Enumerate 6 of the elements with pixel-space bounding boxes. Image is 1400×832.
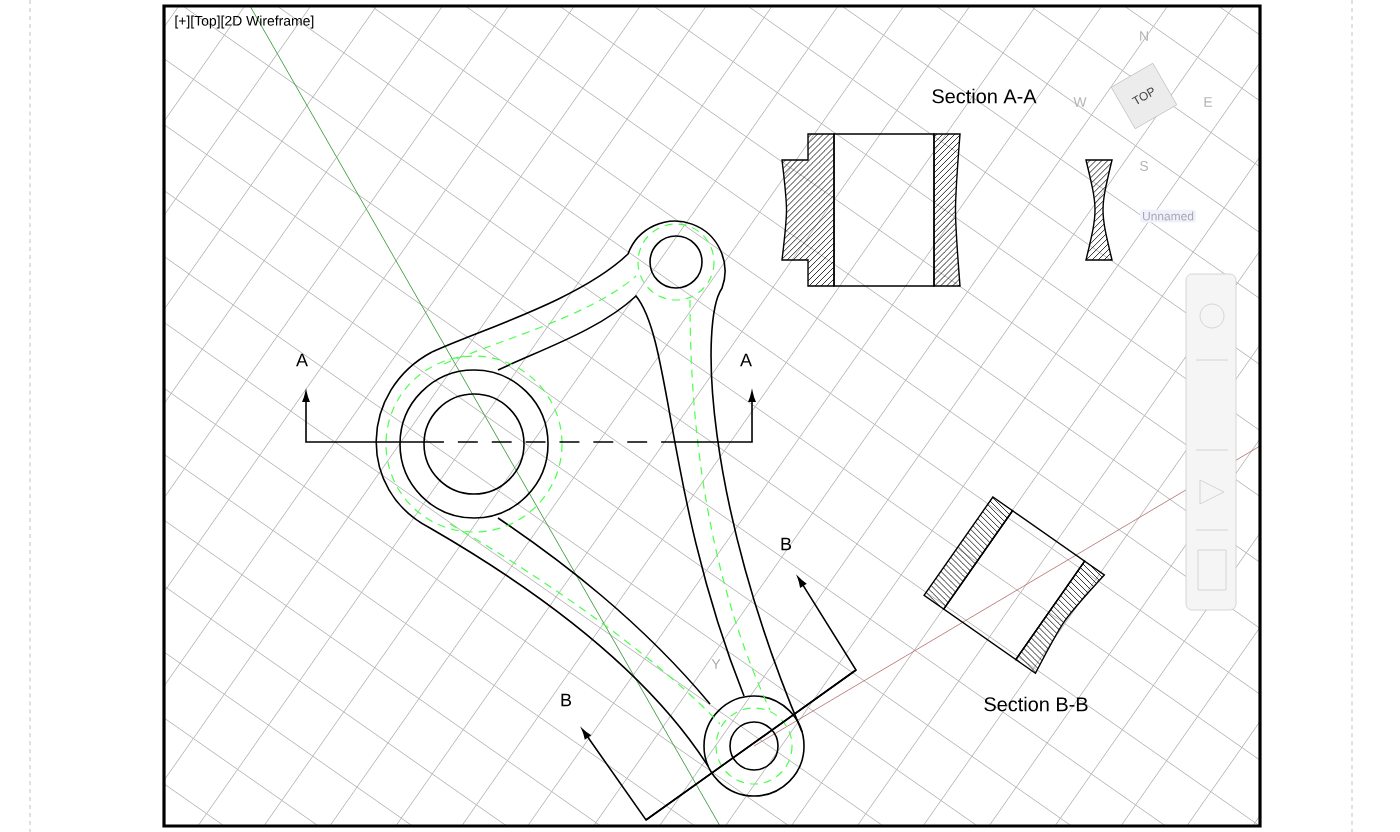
section-title: Section A-A <box>932 88 1037 104</box>
section-letter: B <box>561 693 572 707</box>
section-letter: B <box>781 537 792 551</box>
section-title: Section B-B <box>984 696 1088 712</box>
section-letter: A <box>740 353 752 367</box>
section-letter: A <box>296 353 308 367</box>
